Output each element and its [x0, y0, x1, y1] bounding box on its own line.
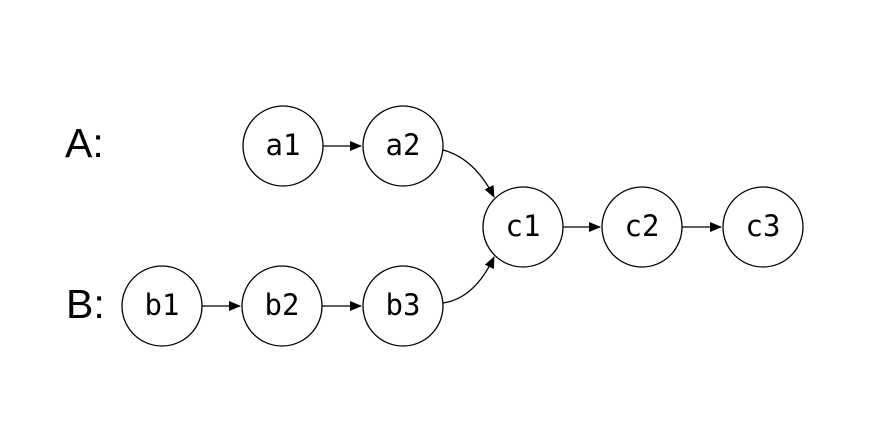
node-a1: a1 — [242, 105, 324, 187]
node-circle — [362, 105, 444, 187]
node-label: b2 — [265, 288, 300, 322]
node-label: b3 — [386, 288, 421, 322]
node-circle — [242, 105, 324, 187]
node-b3: b3 — [362, 265, 444, 347]
list-b-label: B: — [66, 281, 105, 327]
node-circle — [362, 265, 444, 347]
node-label: c3 — [746, 209, 781, 243]
node-label: a2 — [386, 128, 421, 162]
node-b1: b1 — [121, 265, 203, 347]
node-b2: b2 — [241, 265, 323, 347]
node-circle — [121, 265, 203, 347]
list-a-label: A: — [65, 120, 104, 166]
node-c3: c3 — [722, 186, 804, 268]
node-circle — [482, 186, 564, 268]
node-a2: a2 — [362, 105, 444, 187]
edge-b3-to-c1 — [442, 256, 495, 304]
edge-a2-to-c1 — [442, 149, 495, 198]
node-label: c2 — [625, 209, 660, 243]
node-label: c1 — [506, 209, 541, 243]
node-circle — [601, 186, 683, 268]
node-circle — [241, 265, 323, 347]
node-label: a1 — [266, 128, 301, 162]
node-c1: c1 — [482, 186, 564, 268]
node-c2: c2 — [601, 186, 683, 268]
node-label: b1 — [145, 288, 180, 322]
node-circle — [722, 186, 804, 268]
